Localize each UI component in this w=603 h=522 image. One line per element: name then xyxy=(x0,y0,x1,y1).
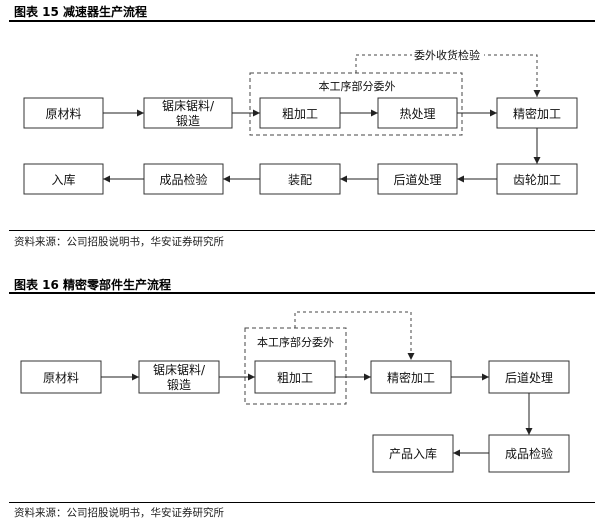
node-sawing-forging-2-line2: 锻造 xyxy=(167,378,191,392)
outsource-inspection-label: 委外收货检验 xyxy=(414,48,480,62)
node-finishing-2-label: 后道处理 xyxy=(505,371,553,385)
node-sawing-forging-2 xyxy=(138,360,220,394)
node-precision-machining-2-label: 精密加工 xyxy=(387,370,435,385)
figure-16-flowchart: 本工序部分委外 原材料 锯床锯料/ 锻造 粗加工 精密加工 后道处理 成品检验 … xyxy=(20,311,570,473)
node-rough-machining xyxy=(259,97,341,129)
node-heat-treatment-label: 热处理 xyxy=(399,107,435,121)
node-raw-material xyxy=(23,97,104,129)
figure-16-title-rule xyxy=(9,292,595,294)
node-warehouse-2-label: 产品入库 xyxy=(389,446,437,461)
outsource-return-arrow xyxy=(294,311,415,360)
figure-15-bottom-rule xyxy=(9,230,595,231)
node-sawing-forging-2-line1: 锯床锯料/ xyxy=(153,362,206,377)
node-final-inspection-2 xyxy=(488,434,570,473)
node-precision-machining-label: 精密加工 xyxy=(513,106,561,121)
node-assembly xyxy=(259,163,341,195)
outsourced-group-label-2: 本工序部分委外 xyxy=(257,335,334,349)
figure-16-title: 图表 16 精密零部件生产流程 xyxy=(14,278,172,292)
node-rough-machining-label: 粗加工 xyxy=(282,107,318,121)
node-gear-machining-label: 齿轮加工 xyxy=(513,173,561,187)
node-warehouse xyxy=(23,163,104,195)
node-rough-machining-2-label: 粗加工 xyxy=(277,371,313,385)
figure-16-source: 资料来源：公司招股说明书，华安证券研究所 xyxy=(14,507,224,519)
node-warehouse-2 xyxy=(372,434,454,473)
node-sawing-forging-label-line1: 锯床锯料/ xyxy=(162,98,215,113)
figure-15-title-rule xyxy=(9,20,595,22)
outsource-inspection-label-bg xyxy=(412,47,484,62)
node-sawing-forging-label-line2: 锻造 xyxy=(176,114,200,128)
node-final-inspection-2-label: 成品检验 xyxy=(505,446,553,461)
node-raw-material-2-label: 原材料 xyxy=(43,371,79,385)
node-final-inspection-label: 成品检验 xyxy=(159,172,207,187)
figure-15-flowchart: 本工序部分委外 委外收货检验 原材料 锯床锯料/ 锻造 粗加工 热处理 精密加工… xyxy=(23,47,578,195)
node-precision-machining xyxy=(496,97,578,129)
node-warehouse-label: 入库 xyxy=(51,172,75,187)
node-finishing xyxy=(377,163,458,195)
figure-15-source: 资料来源：公司招股说明书，华安证券研究所 xyxy=(14,236,224,248)
figure-15-title: 图表 15 减速器生产流程 xyxy=(14,5,148,19)
node-finishing-label: 后道处理 xyxy=(393,173,441,187)
node-raw-material-label: 原材料 xyxy=(45,107,81,121)
figure-16-bottom-rule xyxy=(9,502,595,503)
node-assembly-label: 装配 xyxy=(288,173,312,187)
node-rough-machining-2 xyxy=(254,360,336,394)
node-precision-machining-2 xyxy=(370,360,452,394)
node-final-inspection xyxy=(143,163,224,195)
node-finishing-2 xyxy=(488,360,570,394)
outsourced-group-label: 本工序部分委外 xyxy=(319,79,396,93)
